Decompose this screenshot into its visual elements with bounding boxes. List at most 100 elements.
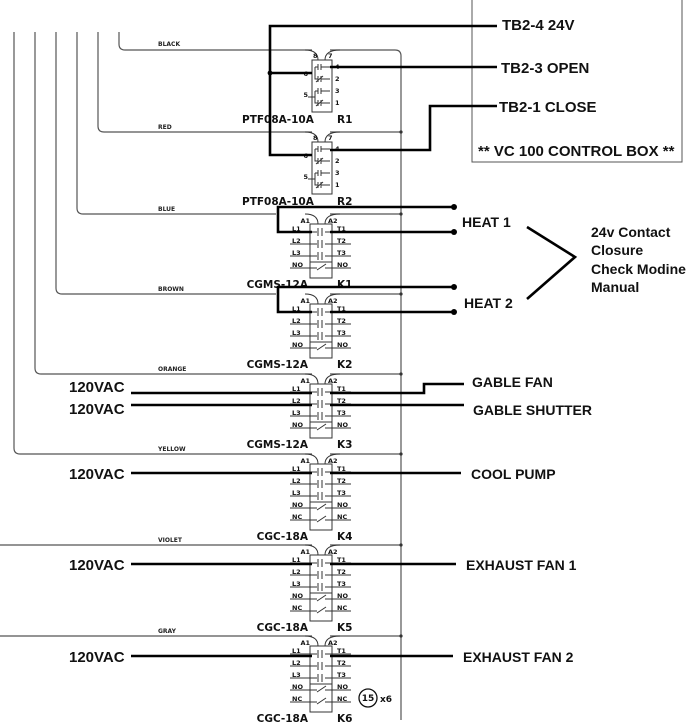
load-exhaust-fan-1: EXHAUST FAN 1 xyxy=(466,557,577,573)
load-gable-fan: GABLE FAN xyxy=(472,374,553,390)
wire-label-violet: VIOLET xyxy=(158,537,183,544)
color-feed-wires: BLACK RED BLUE BROWN ORANGE YELLOW VIOLE… xyxy=(0,32,312,637)
pin-l3: L3 xyxy=(292,329,301,337)
pin-l1: L1 xyxy=(292,305,301,313)
load-exhaust-fan-2: EXHAUST FAN 2 xyxy=(463,649,574,665)
load-gable-shutter: GABLE SHUTTER xyxy=(473,402,592,418)
relay-model: PTF08A-10A xyxy=(242,114,315,126)
contactor-body xyxy=(309,645,333,713)
contactor-body xyxy=(309,303,333,359)
pin-no: NO xyxy=(292,421,303,429)
pin-nc: NC xyxy=(292,513,302,521)
coil-a1: A1 xyxy=(300,297,310,305)
pin-l3: L3 xyxy=(292,489,301,497)
pin-no: NO xyxy=(292,341,303,349)
pin-t2: T2 xyxy=(337,237,346,245)
coil-a2: A2 xyxy=(328,548,338,556)
supply-label-gable-fan: 120VAC xyxy=(69,379,125,396)
wire-brown xyxy=(55,32,276,295)
callout-qty: x6 xyxy=(380,695,392,705)
contactor-id: K6 xyxy=(337,713,352,725)
pin-nc: NC xyxy=(292,604,302,612)
wire-blue xyxy=(76,32,276,215)
relay-model: PTF08A-10A xyxy=(242,196,315,208)
callout-circle xyxy=(358,688,378,708)
load-cool-pump: COOL PUMP xyxy=(471,466,556,482)
wire-black xyxy=(118,32,312,51)
note-line-3: Check Modine xyxy=(591,261,686,277)
pin-l2: L2 xyxy=(292,397,301,405)
coil-a1: A1 xyxy=(300,457,310,465)
coil-a1: A1 xyxy=(300,377,310,385)
contactor-id: K1 xyxy=(337,279,352,291)
load-heat-2: HEAT 2 xyxy=(464,295,513,311)
pin-t3: T3 xyxy=(337,671,346,679)
note-line-4: Manual xyxy=(591,279,639,295)
contactor-id: K3 xyxy=(337,439,352,451)
pin-t3: T3 xyxy=(337,489,346,497)
coil-a2: A2 xyxy=(328,377,338,385)
pin-8: 8 xyxy=(313,52,318,60)
pin-l2: L2 xyxy=(292,317,301,325)
pin-l3: L3 xyxy=(292,249,301,257)
coil-a2: A2 xyxy=(328,457,338,465)
pin-l3: L3 xyxy=(292,409,301,417)
supply-label-exhaust-fan-1: 120VAC xyxy=(69,557,125,574)
quantity-callout: 15 x6 xyxy=(358,688,392,708)
pin-l3: L3 xyxy=(292,580,301,588)
control-wiring xyxy=(131,24,578,658)
pin-t1: T1 xyxy=(337,305,346,313)
pin-t1: T1 xyxy=(337,647,346,655)
load-heat-1: HEAT 1 xyxy=(462,214,511,230)
relay-body xyxy=(311,141,333,195)
contactor-body xyxy=(309,383,333,439)
supply-labels: 120VAC 120VAC 120VAC 120VAC 120VAC xyxy=(69,379,125,666)
contactor-model: CGC-18A xyxy=(257,531,309,543)
pin-5: 5 xyxy=(303,173,308,181)
pin-no: NO xyxy=(292,261,303,269)
coil-a1: A1 xyxy=(300,217,310,225)
relay-body xyxy=(311,59,333,113)
contactor-model: CGMS-12A xyxy=(247,359,309,371)
pin-t3: T3 xyxy=(337,249,346,257)
pin-l1: L1 xyxy=(292,647,301,655)
pin-no: NO xyxy=(337,261,348,269)
pin-t3: T3 xyxy=(337,329,346,337)
control-box: ** VC 100 CONTROL BOX ** TB2-4 24V TB2-3… xyxy=(471,0,683,163)
pin-nc: NC xyxy=(337,604,347,612)
pin-l2: L2 xyxy=(292,477,301,485)
pin-t1: T1 xyxy=(337,556,346,564)
contactor-model: CGMS-12A xyxy=(247,439,309,451)
pin-no: NO xyxy=(337,421,348,429)
pin-l1: L1 xyxy=(292,385,301,393)
wire-yellow xyxy=(13,32,312,455)
contactor-id: K5 xyxy=(337,622,352,634)
pin-no: NO xyxy=(337,592,348,600)
contactor-model: CGC-18A xyxy=(257,622,309,634)
contactor-id: K2 xyxy=(337,359,352,371)
supply-label-exhaust-fan-2: 120VAC xyxy=(69,649,125,666)
pin-t2: T2 xyxy=(337,659,346,667)
note-bracket xyxy=(526,225,578,300)
pin-t1: T1 xyxy=(337,465,346,473)
control-box-title: ** VC 100 CONTROL BOX ** xyxy=(478,143,675,160)
supply-label-gable-shutter: 120VAC xyxy=(69,401,125,418)
pin-t3: T3 xyxy=(337,580,346,588)
wire-label-black: BLACK xyxy=(158,41,180,48)
callout-number: 15 xyxy=(362,694,375,704)
coil-a2: A2 xyxy=(328,297,338,305)
pin-8: 8 xyxy=(313,134,318,142)
pin-7: 7 xyxy=(328,134,333,142)
note-line-1: 24v Contact xyxy=(591,224,671,240)
contactor-body xyxy=(309,463,333,531)
pin-no: NO xyxy=(292,683,303,691)
pin-t2: T2 xyxy=(337,317,346,325)
wire-label-gray: GRAY xyxy=(158,628,177,635)
